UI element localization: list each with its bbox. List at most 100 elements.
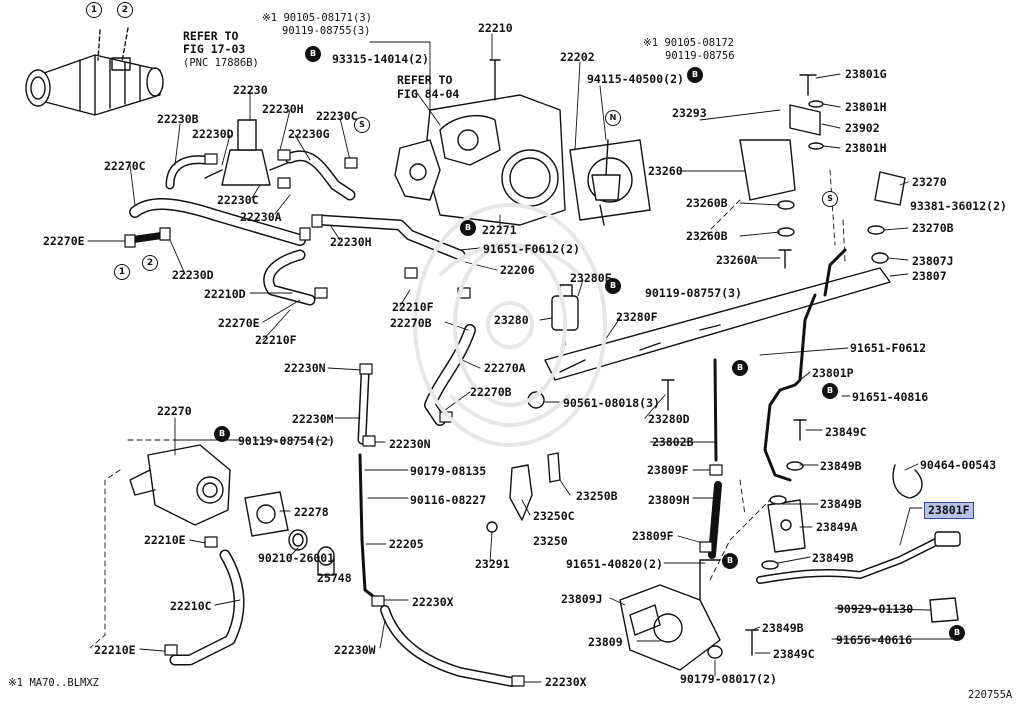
pipe-23260 xyxy=(739,139,796,201)
part-label-23849A: 23849A xyxy=(816,520,858,534)
part-label-23270B: 23270B xyxy=(912,221,954,235)
circled-mark-b-14: B xyxy=(722,553,738,569)
part-label-22271: 22271 xyxy=(482,223,517,237)
part-label-22270E_1: 22270E xyxy=(43,234,85,248)
part-label-22210C: 22210C xyxy=(170,599,212,613)
part-label-23849B_4: 23849B xyxy=(762,621,804,635)
pressure-regulator xyxy=(551,284,579,346)
part-label-22230: 22230 xyxy=(233,83,268,97)
part-label-90119c: 90119-08754(2) xyxy=(238,434,335,448)
part-label-23807: 23807 xyxy=(912,269,947,283)
part-label-93381: 93381-36012(2) xyxy=(910,199,1007,213)
part-label-90561: 90561-08018(3) xyxy=(563,396,660,410)
pipe-22205 xyxy=(358,453,380,602)
part-25748 xyxy=(317,546,335,576)
part-label-ref1b: FIG 17-03 xyxy=(183,42,246,56)
part-label-23849B_3: 23849B xyxy=(812,551,854,565)
hose-22210d xyxy=(263,249,316,306)
part-label-91656: 91656-40616 xyxy=(836,633,913,647)
bolt-23849c xyxy=(793,419,807,441)
bolt-23280d xyxy=(661,379,675,411)
part-label-23809: 23809 xyxy=(588,635,623,649)
part-label-22270: 22270 xyxy=(157,404,192,418)
circled-mark-b-11: B xyxy=(732,360,748,376)
part-label-23902: 23902 xyxy=(845,121,880,135)
part-label-23849C_1: 23849C xyxy=(825,425,867,439)
part-label-23801G: 23801G xyxy=(845,67,887,81)
circled-mark-n-7: N xyxy=(605,110,621,126)
part-label-90119b: 90119-08757(3) xyxy=(645,286,742,300)
part-label-ref1c: (PNC 17886B) xyxy=(183,57,259,69)
part-label-22230B: 22230B xyxy=(157,112,199,126)
part-label-23849B_2: 23849B xyxy=(820,497,862,511)
circled-mark-b-12: B xyxy=(822,383,838,399)
part-label-22210F_2: 22210F xyxy=(255,333,297,347)
part-label-23260B_1: 23260B xyxy=(686,196,728,210)
part-label-23293: 23293 xyxy=(672,106,707,120)
part-label-22270A: 22270A xyxy=(484,361,526,375)
part-label-foot1: ※1 MA70..BLMXZ xyxy=(8,677,99,689)
part-label-90210: 90210-26001 xyxy=(258,551,335,565)
part-label-ref1a: REFER TO xyxy=(183,29,239,43)
circled-mark-b-4: B xyxy=(305,46,321,62)
bolt-23801g xyxy=(799,74,817,96)
seal-90210 xyxy=(288,529,308,551)
dashed-guides xyxy=(89,169,846,649)
part-label-90929: 90929-01130 xyxy=(837,602,914,616)
part-label-n1b: 90119-08755(3) xyxy=(282,25,371,37)
part-label-22210D: 22210D xyxy=(204,287,246,301)
part-label-22230C_2: 22230C xyxy=(217,193,259,207)
part-label-91651a: 91651-F0612(2) xyxy=(483,242,580,256)
part-label-23802B: 23802B xyxy=(652,435,694,449)
part-label-23280F_1: 23280F xyxy=(570,271,612,285)
part-label-23801H_1: 23801H xyxy=(845,100,887,114)
part-label-22206: 22206 xyxy=(500,263,535,277)
fuel-filter-pipe xyxy=(756,531,961,584)
part-label-23260B_2: 23260B xyxy=(686,229,728,243)
part-label-23801H_2: 23801H xyxy=(845,141,887,155)
part-label-foot2: 220755A xyxy=(968,689,1013,701)
part-label-23809H: 23809H xyxy=(648,493,690,507)
part-label-22270E_2: 22270E xyxy=(218,316,260,330)
hose-22270c xyxy=(129,198,306,246)
part-label-22230D_1: 22230D xyxy=(192,127,234,141)
hose-22270e xyxy=(126,231,169,244)
sensor-23270 xyxy=(874,171,906,206)
leader-lines xyxy=(87,33,953,683)
part-label-22202: 22202 xyxy=(560,50,595,64)
part-label-23809J: 23809J xyxy=(561,592,603,606)
part-label-23809F_2: 23809F xyxy=(632,529,674,543)
part-label-90179a: 90179-08135 xyxy=(410,464,487,478)
part-label-23260A: 23260A xyxy=(716,253,758,267)
part-label-22210: 22210 xyxy=(478,21,513,35)
part-label-90464: 90464-00543 xyxy=(920,458,997,472)
part-label-23270: 23270 xyxy=(912,175,947,189)
part-label-n2a: ※1 90105-08172 xyxy=(643,37,734,49)
part-label-22230A: 22230A xyxy=(240,210,282,224)
part-label-23260: 23260 xyxy=(648,164,683,178)
part-label-25748: 25748 xyxy=(317,571,352,585)
hose-23809h xyxy=(708,481,722,559)
circled-mark-b-9: B xyxy=(460,220,476,236)
hose-22230w xyxy=(380,605,517,687)
union-23902 xyxy=(789,104,821,136)
part-label-23801F: 23801F xyxy=(924,502,974,519)
circled-mark-num-1: 2 xyxy=(117,2,133,18)
part-label-91651d: 91651-40820(2) xyxy=(566,557,663,571)
part-label-22230C_1: 22230C xyxy=(316,109,358,123)
part-label-22230N_1: 22230N xyxy=(284,361,326,375)
gasket-22278 xyxy=(244,491,289,537)
water-outlet-22270 xyxy=(129,444,231,526)
part-label-22230N_2: 22230N xyxy=(389,437,431,451)
part-label-93315: 93315-14014(2) xyxy=(332,52,429,66)
part-label-94115: 94115-40500(2) xyxy=(587,72,684,86)
circled-mark-b-6: B xyxy=(687,67,703,83)
part-label-22230M: 22230M xyxy=(292,412,334,426)
part-label-23291: 23291 xyxy=(475,557,510,571)
part-label-91651c: 91651-40816 xyxy=(852,390,929,404)
part-label-22230W: 22230W xyxy=(334,643,376,657)
circled-mark-num-3: 2 xyxy=(142,255,158,271)
idle-air-valve xyxy=(204,119,291,186)
part-label-22230X_1: 22230X xyxy=(412,595,454,609)
circled-mark-s-5: S xyxy=(354,117,370,133)
